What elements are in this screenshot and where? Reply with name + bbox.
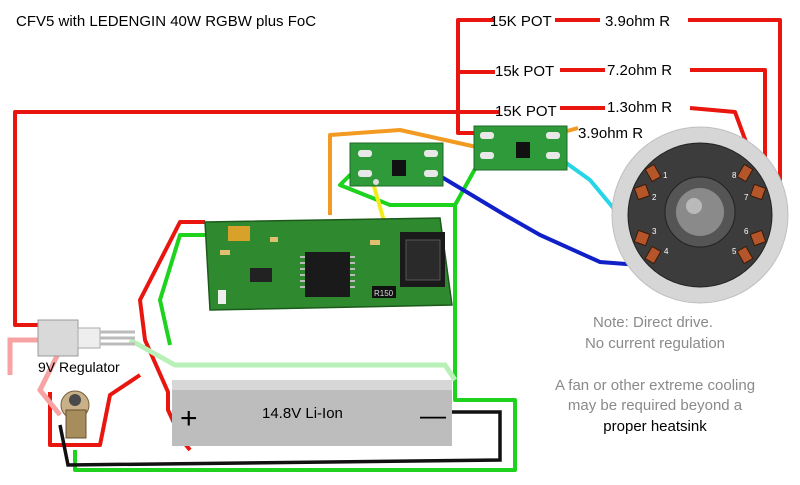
red-pot-bus (456, 18, 495, 114)
led-pin-3: 3 (652, 227, 657, 236)
led-pin-7: 7 (744, 193, 749, 202)
battery-label: 14.8V Li-Ion (262, 405, 343, 422)
regulator-label: 9V Regulator (38, 359, 120, 375)
regulator-green-wire (128, 337, 458, 382)
battery-pack (172, 380, 452, 446)
red-res2-to-led (690, 68, 767, 172)
chip-marking: R150 (374, 289, 394, 298)
note-line-4: may be required beyond a (568, 397, 743, 414)
push-switch (60, 390, 90, 439)
pot-labels: 15K POT 3.9ohm R 15k POT 7.2ohm R 15K PO… (490, 13, 672, 142)
note-line-5: proper heatsink (603, 418, 707, 435)
led-pin-6: 6 (744, 227, 749, 236)
red-wires (13, 18, 782, 452)
led-pin-1: 1 (663, 171, 668, 180)
voltage-regulator (37, 319, 135, 357)
red-main-wire (13, 110, 500, 327)
led-pin-2: 2 (652, 193, 657, 202)
resistor-label-extra: 3.9ohm R (578, 125, 643, 142)
resistor-label-3: 1.3ohm R (607, 99, 672, 116)
pot-label-2: 15k POT (495, 63, 554, 80)
pcb-small-left (349, 142, 444, 187)
battery-plus-label: + (180, 402, 198, 435)
black-ground-wire (58, 410, 502, 467)
notes-block: Note: Direct drive. No current regulatio… (555, 314, 755, 435)
pot-label-3: 15K POT (495, 103, 557, 120)
diagram-title: CFV5 with LEDENGIN 40W RGBW plus FoC (16, 13, 316, 30)
pcb-small-right (473, 125, 568, 171)
note-line-1: Note: Direct drive. (593, 314, 713, 331)
note-line-2: No current regulation (585, 335, 725, 352)
resistor-label-2: 7.2ohm R (607, 62, 672, 79)
green-board-wire (158, 233, 210, 346)
red-pot-drop (456, 112, 478, 135)
regulator-pink-wire (7, 337, 63, 417)
red-switch-wire (48, 373, 142, 447)
led-pin-8: 8 (732, 171, 737, 180)
led-pin-5: 5 (732, 247, 737, 256)
led-emitter: 1 2 3 4 5 6 7 8 (611, 126, 789, 304)
note-line-3: A fan or other extreme cooling (555, 377, 755, 394)
pot-label-1: 15K POT (490, 13, 552, 30)
battery-minus-label: — (420, 400, 446, 430)
orange-board-to-pcb (328, 128, 491, 215)
resistor-label-1: 3.9ohm R (605, 13, 670, 30)
driver-board: R150 (204, 217, 453, 311)
led-pin-4: 4 (664, 247, 669, 256)
